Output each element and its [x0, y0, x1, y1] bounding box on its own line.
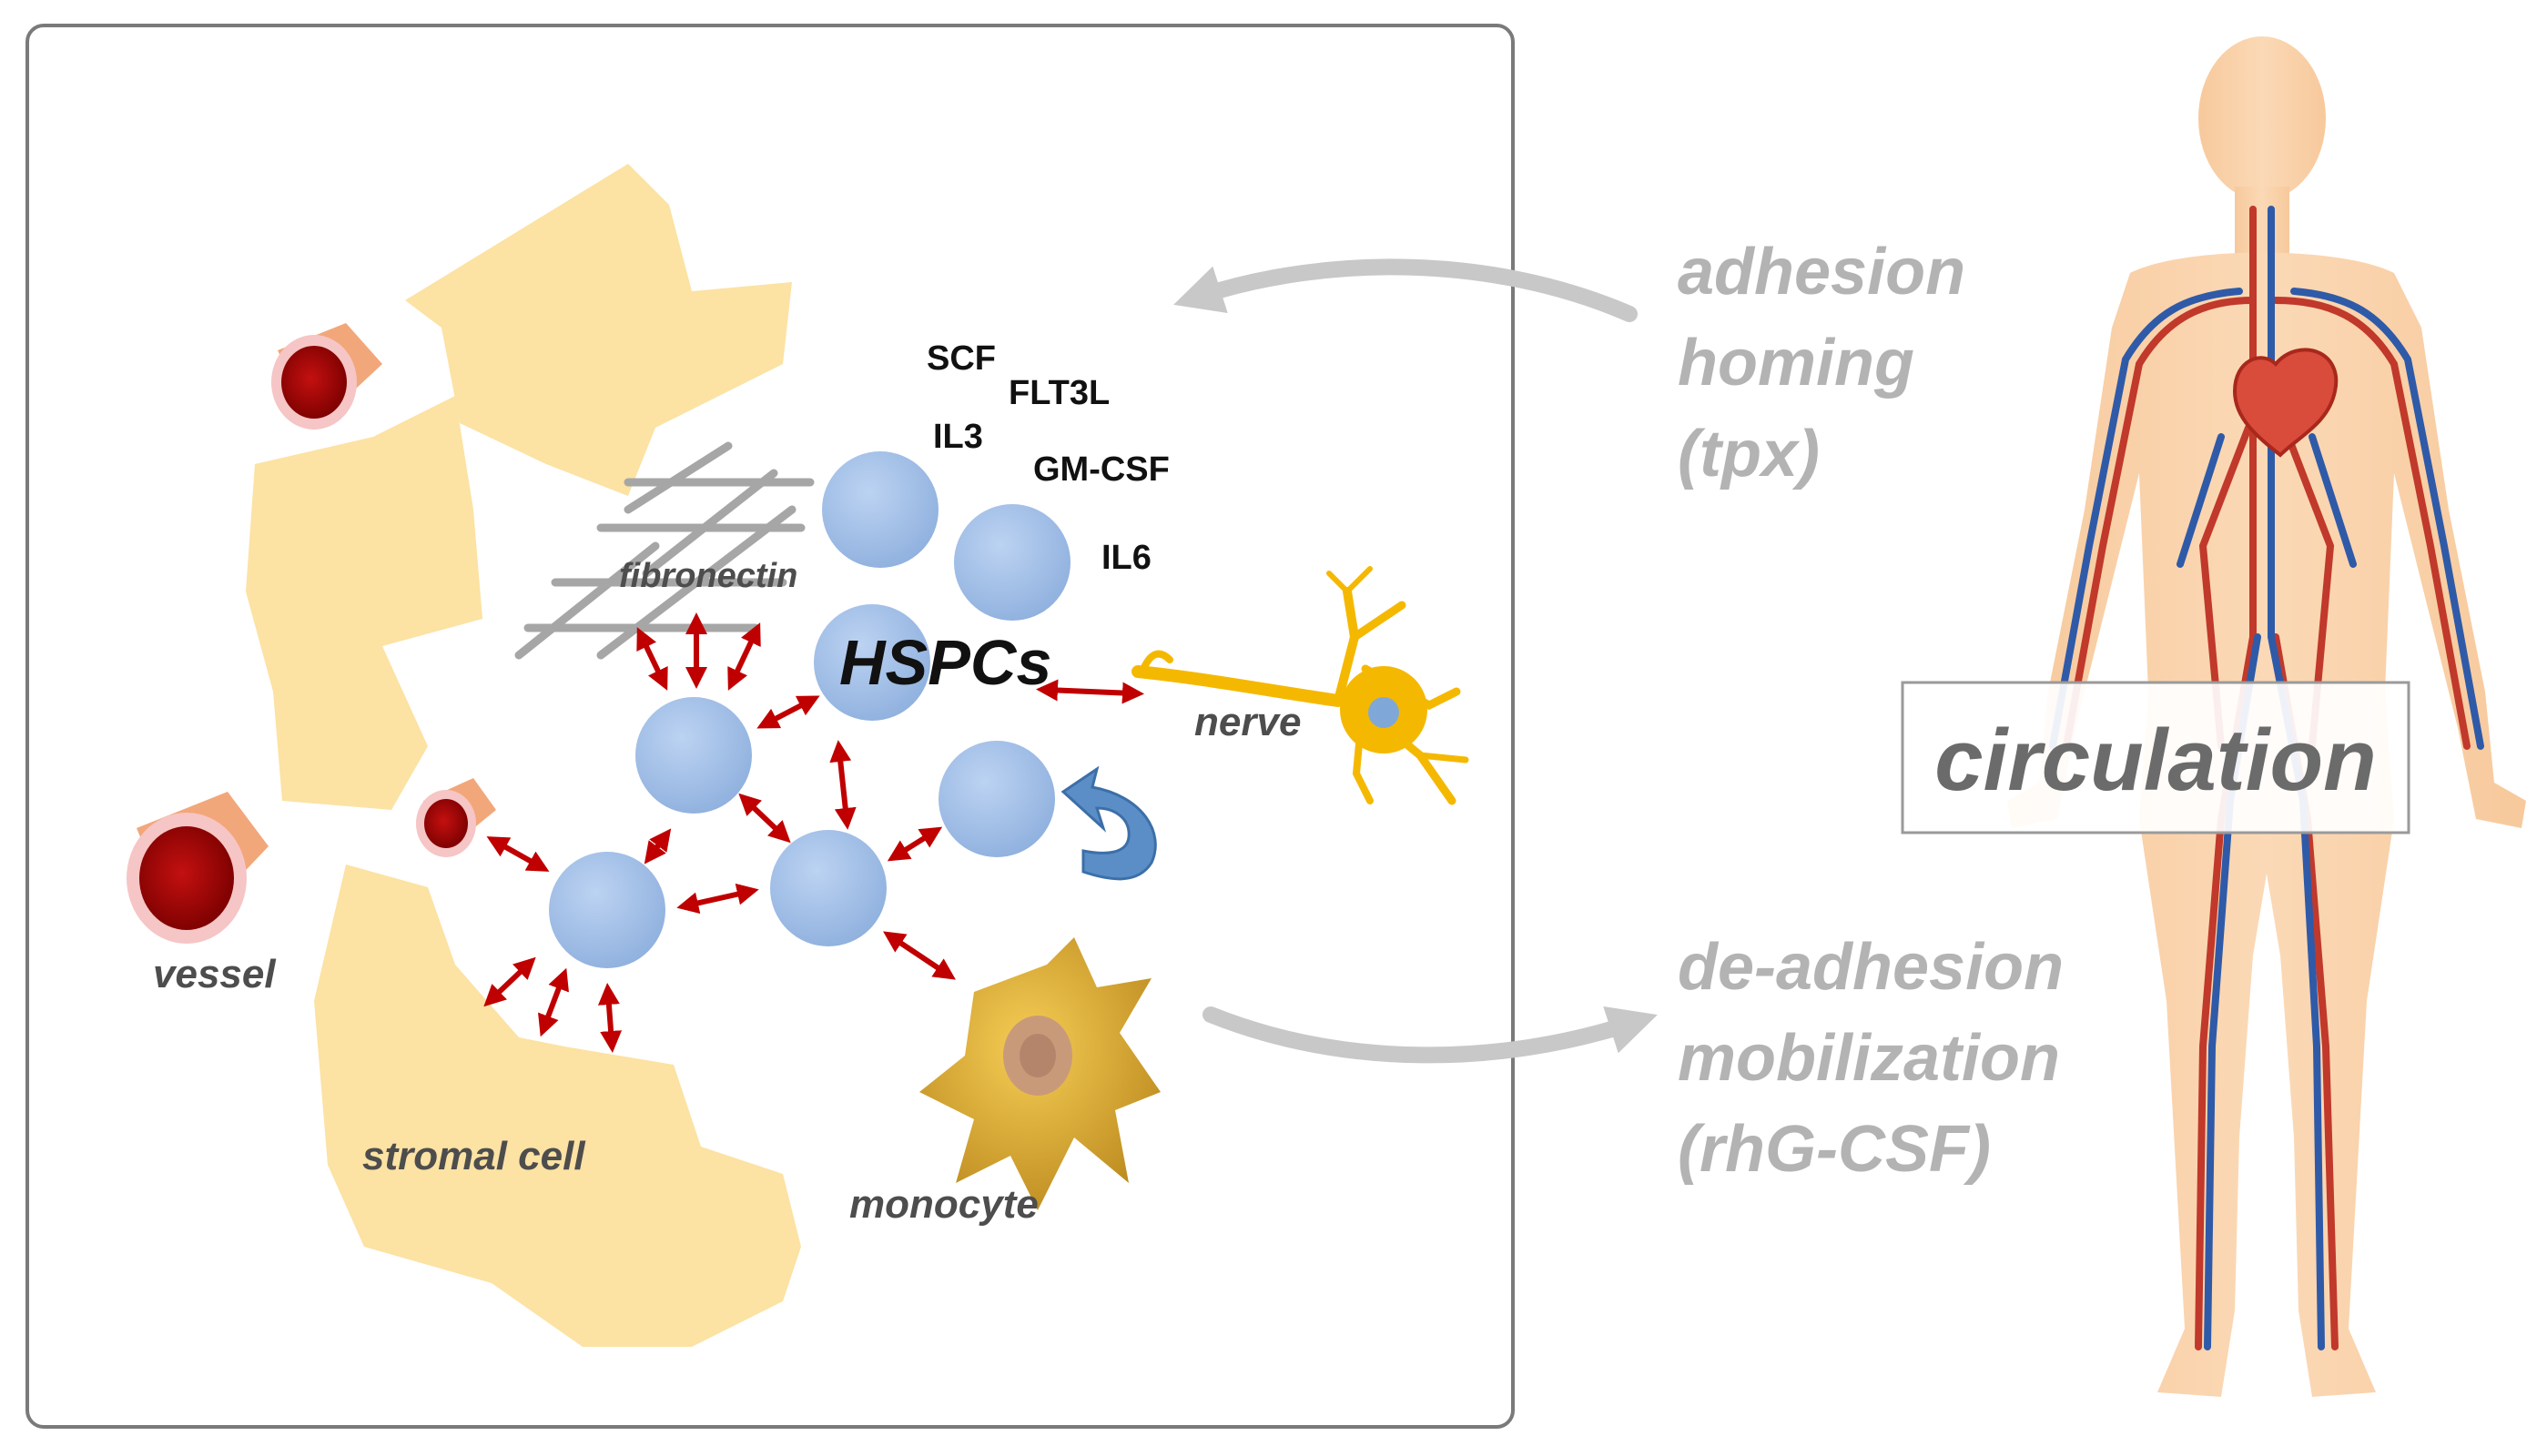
hspc-cell-3: [814, 604, 930, 721]
factor-label-il6: IL6: [1101, 539, 1152, 577]
hspc-cell-1: [822, 451, 939, 568]
factor-label-gm-csf: GM-CSF: [1033, 450, 1170, 489]
arrow-stroma-2: [538, 967, 569, 1037]
arrow-monocyte: [883, 931, 956, 980]
monocyte-label: monocyte: [849, 1182, 1039, 1227]
outbound-label-2: mobilization: [1678, 1022, 2060, 1095]
neuron-icon: [1131, 566, 1469, 805]
monocyte-icon: [919, 937, 1161, 1210]
factor-label-il3: IL3: [933, 418, 983, 456]
vessel-middle: [416, 778, 496, 857]
stromal-cell-bottom: [314, 864, 801, 1347]
arrow-vessel: [486, 836, 550, 872]
circulation-label: circulation: [1934, 712, 2376, 809]
arrow-nerve: [1036, 679, 1144, 704]
arrow-mesh-3: [727, 622, 761, 691]
vessel-top: [271, 323, 382, 430]
stromal-cell-top: [405, 164, 792, 496]
stromal-cells: [246, 164, 801, 1347]
arrow-mesh-1: [636, 627, 668, 691]
neuron-nucleus: [1368, 697, 1399, 728]
arrow-cell-cell-3: [644, 828, 672, 864]
nerve-label: nerve: [1194, 700, 1301, 744]
vessel-left: [127, 792, 269, 944]
hspc-cell-7: [549, 852, 665, 968]
hspc-cell-4: [635, 697, 752, 814]
arrow-stroma-1: [483, 956, 536, 1007]
outbound-flow-arrow: [1202, 1006, 1658, 1064]
stromal-cell-label: stromal cell: [362, 1134, 585, 1178]
factor-label-scf: SCF: [927, 339, 996, 378]
vessel-label: vessel: [153, 952, 276, 996]
arrow-cell-cell-2: [738, 793, 791, 844]
circulation-box: [1901, 681, 2410, 834]
inbound-label-1: adhesion: [1678, 236, 1965, 308]
arrow-cell-cell-4: [676, 883, 759, 915]
arrow-hspc-cell: [756, 695, 820, 729]
factor-label-flt3l: FLT3L: [1009, 374, 1110, 412]
hspc-cells: [549, 451, 1071, 968]
hspcs-label: HSPCs: [839, 627, 1051, 698]
hspc-cell-5: [939, 741, 1055, 857]
outbound-label-3: (rhG-CSF): [1678, 1113, 1991, 1186]
inbound-label-2: homing: [1678, 327, 1914, 399]
interaction-arrows: [483, 612, 1144, 1053]
hspc-cell-6: [770, 830, 887, 946]
hspc-cell-2: [954, 504, 1071, 621]
arrow-stroma-3: [597, 983, 623, 1053]
outbound-label-1: de-adhesion: [1678, 931, 2064, 1004]
self-renewal-arrow-icon: [1060, 765, 1157, 881]
vessel-icon: [127, 323, 496, 944]
fibronectin-label: fibronectin: [619, 557, 797, 595]
inbound-flow-arrow: [1173, 258, 1638, 322]
stromal-cell-left: [246, 396, 482, 810]
inbound-label-3: (tpx): [1678, 418, 1820, 490]
arrow-cell-cell-5: [887, 826, 943, 862]
heart-icon: [2232, 348, 2339, 458]
arrow-cell-cell-1: [829, 740, 857, 830]
